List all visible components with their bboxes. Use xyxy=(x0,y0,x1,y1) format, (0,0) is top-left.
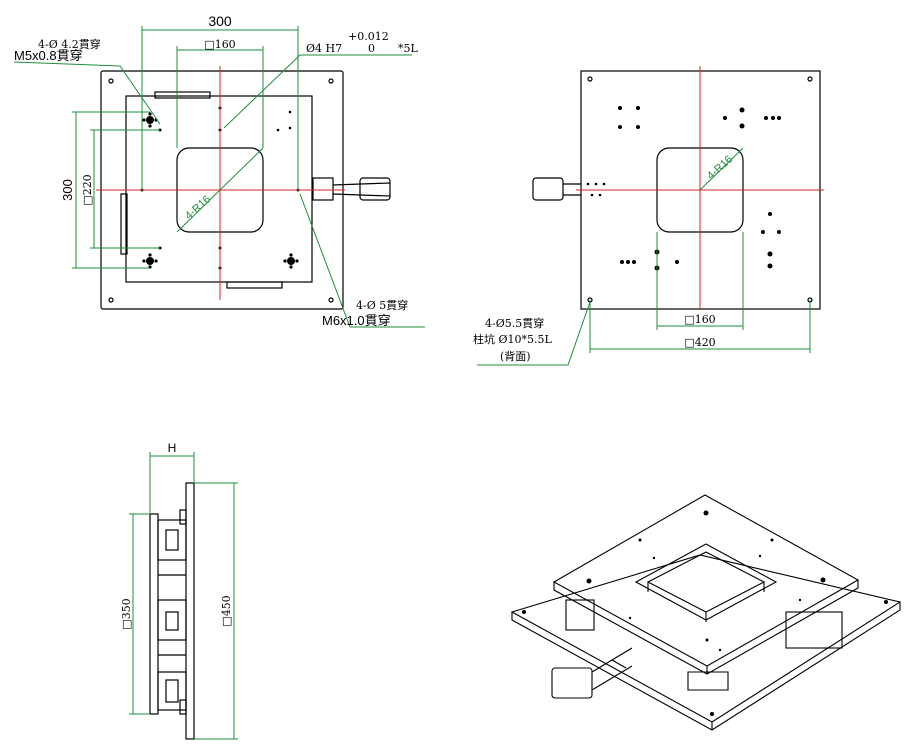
top-dim-sq160: □160 xyxy=(204,38,235,51)
bottom-dimensions xyxy=(477,147,811,366)
top-dim-width: 300 xyxy=(208,13,232,29)
top-centerlines xyxy=(96,66,345,300)
bottom-centerlines xyxy=(576,66,824,310)
iso-center-window xyxy=(634,543,778,621)
top-cable-connector xyxy=(312,177,334,201)
top-pin-depth: *5L xyxy=(398,42,418,55)
side-dim-h: H xyxy=(168,441,177,455)
side-base-plate xyxy=(149,513,159,715)
top-hole-b-label: 4-Ø 5貫穿 xyxy=(356,298,408,312)
bottom-dim-sq420: □420 xyxy=(684,336,715,349)
side-dim-sq450: □450 xyxy=(220,595,233,626)
top-hole-b-thread: M6x1.0貫穿 xyxy=(322,313,391,328)
side-view xyxy=(149,482,195,740)
top-dim-height: 300 xyxy=(60,179,75,201)
bottom-note-back: (背面) xyxy=(500,349,531,363)
side-top-plate xyxy=(185,482,195,740)
top-view xyxy=(100,70,391,310)
iso-cable-connector xyxy=(551,667,593,699)
side-dimensions xyxy=(129,452,238,740)
top-pin-tol-upper: +0.012 xyxy=(348,30,389,43)
top-radius-label: 4-R16 xyxy=(183,193,213,222)
bottom-hole-c-label: 4-Ø5.5貫穿 xyxy=(485,316,544,330)
top-hole-a-thread: M5x0.8貫穿 xyxy=(14,48,83,63)
side-dim-sq350: □350 xyxy=(120,598,133,629)
top-pin-tol-lower: 0 xyxy=(368,42,375,55)
iso-holes xyxy=(522,510,888,716)
bottom-radius-label: 4-R16 xyxy=(705,153,735,182)
top-dimensions xyxy=(13,26,425,328)
top-dim-sq220: □220 xyxy=(81,174,94,205)
top-view-holes xyxy=(140,106,300,270)
bottom-counterbore-label: 柱坑 Ø10*5.5L xyxy=(473,332,553,346)
bottom-view-holes xyxy=(586,106,781,271)
top-pin-hole: Ø4 H7 xyxy=(306,42,342,55)
bottom-dim-sq160: □160 xyxy=(684,313,715,326)
top-inner-stage xyxy=(125,95,313,283)
bottom-cable-connector xyxy=(532,177,564,201)
top-hole-a-label: 4-Ø 4.2貫穿 xyxy=(38,37,101,51)
isometric-view xyxy=(510,494,902,731)
